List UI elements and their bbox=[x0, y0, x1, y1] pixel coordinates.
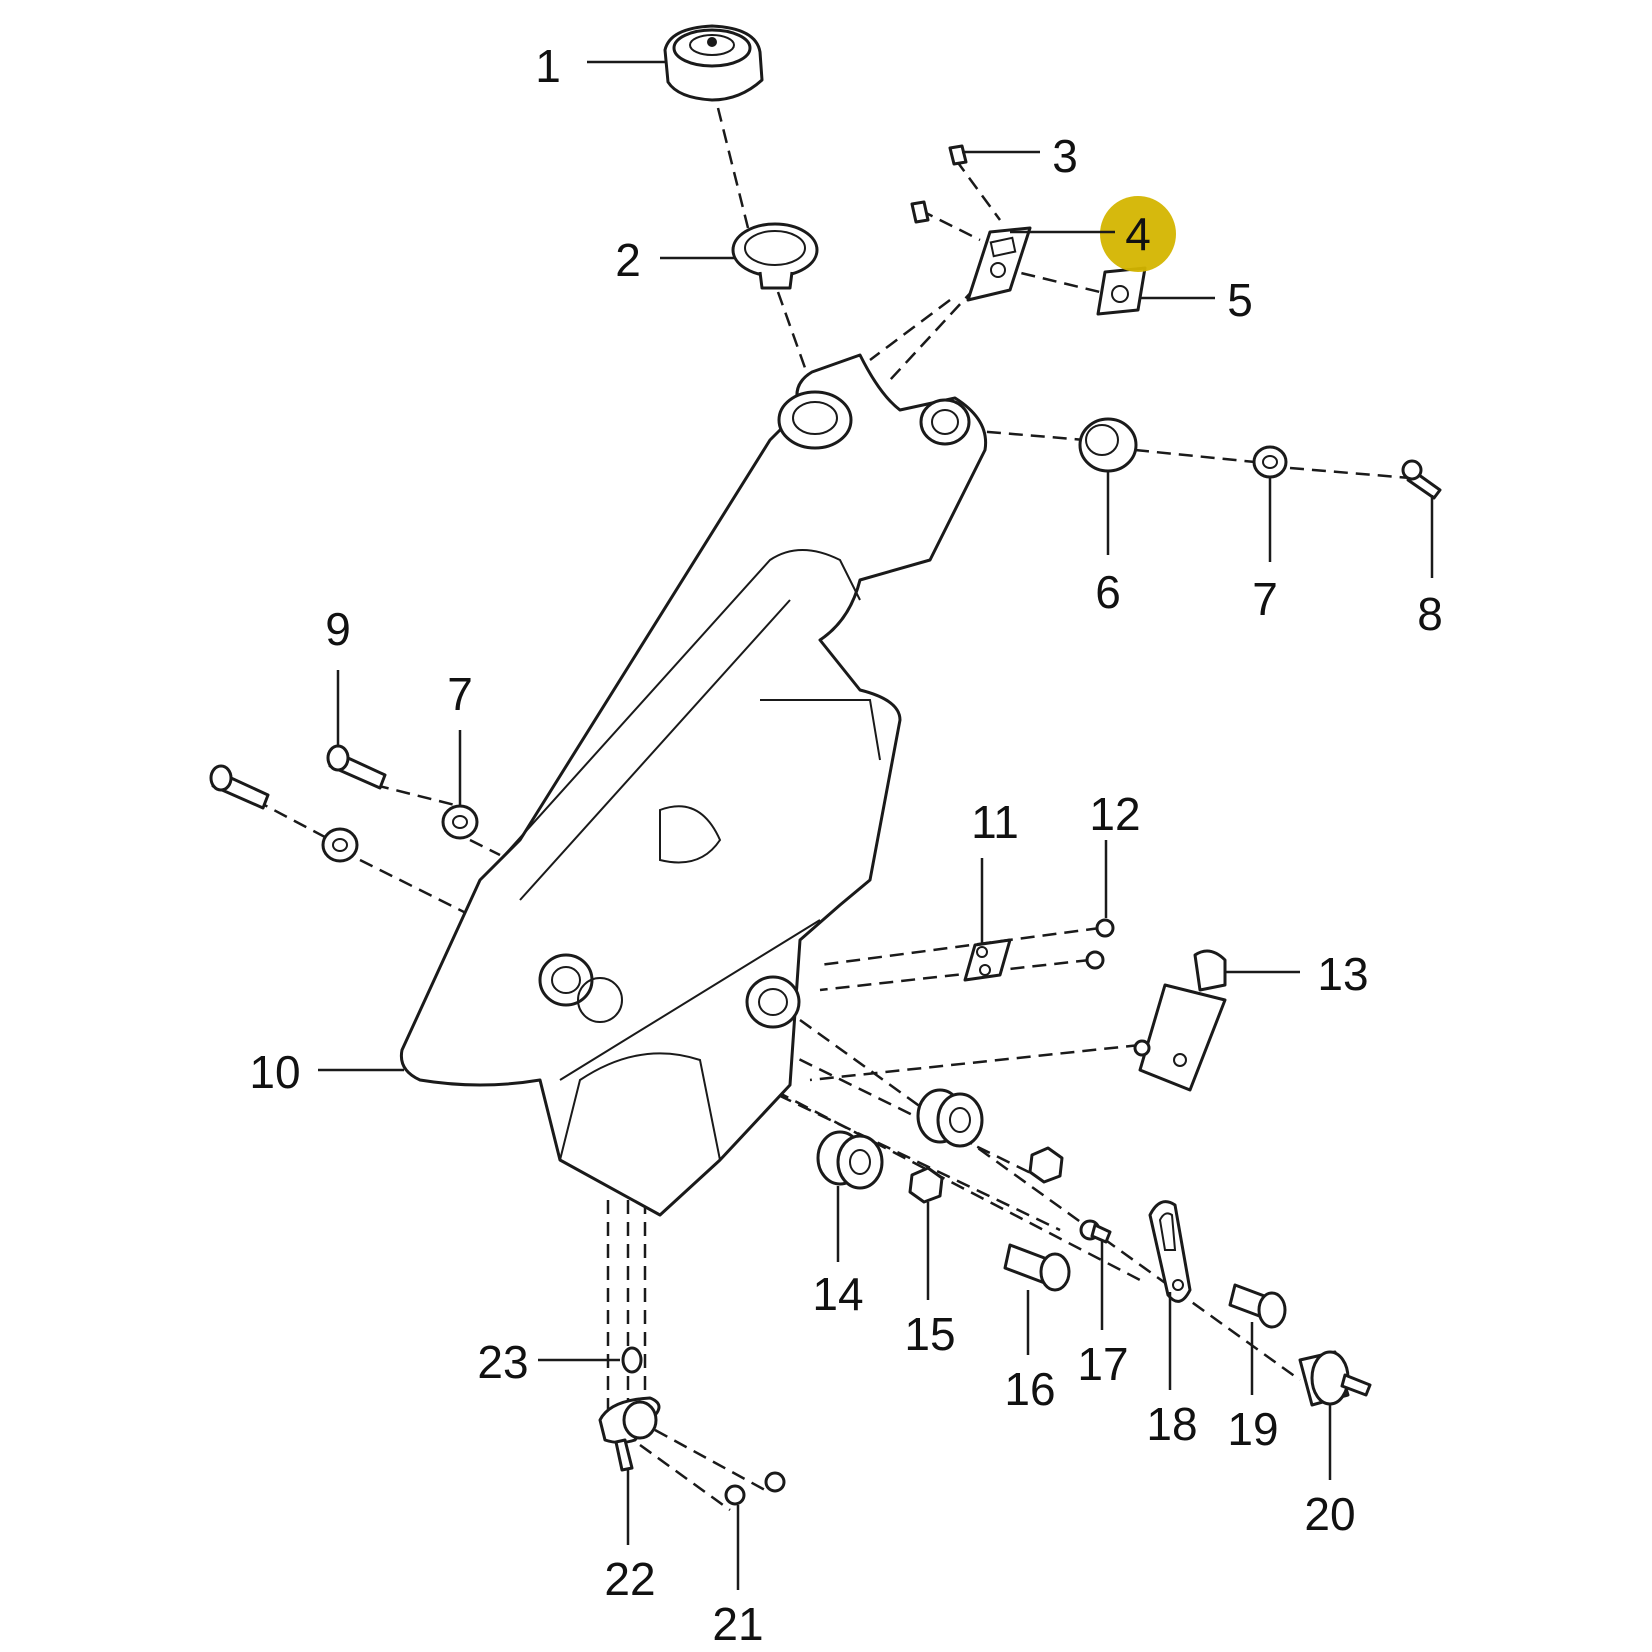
part-fuel-tank bbox=[399, 353, 988, 1217]
callout-labels: 1 2 3 4 5 6 7 8 9 7 10 11 12 13 14 15 16… bbox=[249, 40, 1442, 1650]
callout-20: 20 bbox=[1304, 1488, 1355, 1540]
part-collar-16 bbox=[1003, 1243, 1071, 1292]
part-bracket-11 bbox=[963, 938, 1012, 982]
part-filler-ring bbox=[731, 222, 819, 290]
callout-1: 1 bbox=[535, 40, 561, 92]
part-bolts-9 bbox=[209, 744, 387, 810]
callout-4: 4 bbox=[1125, 208, 1151, 260]
callout-3: 3 bbox=[1052, 130, 1078, 182]
callout-16: 16 bbox=[1004, 1363, 1055, 1415]
part-bolt-17 bbox=[1079, 1219, 1112, 1244]
callout-8: 8 bbox=[1417, 588, 1443, 640]
callout-10: 10 bbox=[249, 1046, 300, 1098]
part-grommet-6 bbox=[1078, 417, 1138, 473]
part-washer-7a bbox=[1252, 445, 1288, 479]
part-washer-7b bbox=[321, 804, 479, 863]
part-screws-21 bbox=[724, 1471, 786, 1506]
callout-21: 21 bbox=[712, 1598, 763, 1650]
highlight-marker bbox=[1100, 196, 1176, 272]
callout-19: 19 bbox=[1227, 1403, 1278, 1455]
callout-6: 6 bbox=[1095, 566, 1121, 618]
part-fuel-cap bbox=[663, 24, 764, 102]
part-collar-19 bbox=[1228, 1283, 1287, 1329]
part-bolt-8 bbox=[1401, 459, 1442, 500]
callout-11: 11 bbox=[971, 796, 1019, 848]
callout-13: 13 bbox=[1317, 948, 1368, 1000]
callout-15: 15 bbox=[904, 1308, 955, 1360]
part-bracket-4 bbox=[966, 226, 1032, 302]
part-grommets-14 bbox=[816, 1088, 984, 1190]
callout-22: 22 bbox=[604, 1553, 655, 1605]
part-fuel-pump bbox=[1133, 949, 1227, 1092]
callout-18: 18 bbox=[1146, 1398, 1197, 1450]
part-screws-3 bbox=[910, 144, 968, 224]
part-rubber-mount-20 bbox=[1298, 1350, 1372, 1407]
callout-9: 9 bbox=[325, 603, 351, 655]
part-fuel-valve-22 bbox=[598, 1396, 661, 1472]
callout-7a: 7 bbox=[1252, 573, 1278, 625]
part-screws-12 bbox=[1085, 918, 1115, 970]
callout-23: 23 bbox=[477, 1336, 528, 1388]
part-o-ring-23 bbox=[621, 1346, 643, 1374]
part-nuts-15 bbox=[908, 1146, 1064, 1204]
part-clip-nut-5 bbox=[1096, 266, 1147, 316]
callout-7b: 7 bbox=[447, 668, 473, 720]
leader-lines bbox=[318, 60, 1434, 1590]
callout-2: 2 bbox=[615, 234, 641, 286]
callout-14: 14 bbox=[812, 1268, 863, 1320]
callout-17: 17 bbox=[1077, 1338, 1128, 1390]
part-mounting-plate-18 bbox=[1148, 1200, 1192, 1303]
callout-5: 5 bbox=[1227, 274, 1253, 326]
callout-12: 12 bbox=[1089, 788, 1140, 840]
